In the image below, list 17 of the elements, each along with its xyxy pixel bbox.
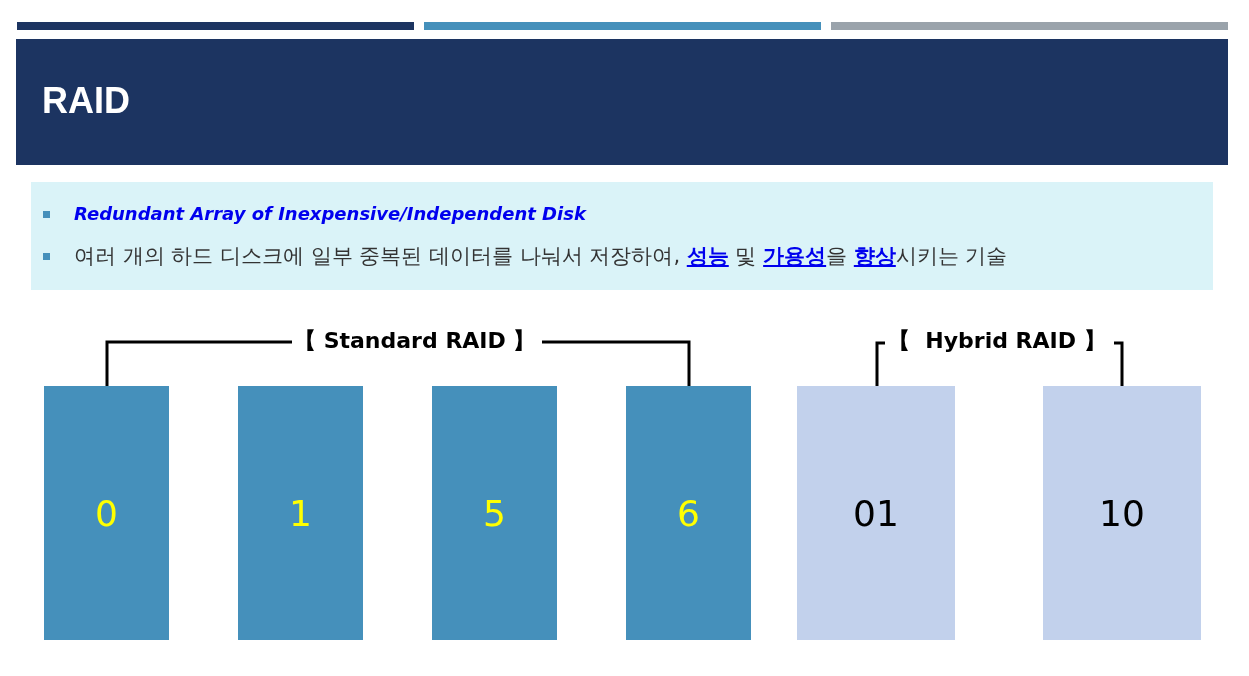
definition-text: Redundant Array of Inexpensive/Independent Disk: [74, 203, 586, 224]
raid-level-number: 6: [677, 492, 700, 534]
standard-raid-block: [432, 386, 557, 640]
standard-raid-block: [238, 386, 363, 640]
hybrid-raid-block: [1043, 386, 1201, 640]
hybrid-raid-block: [797, 386, 955, 640]
raid-level-number: 01: [853, 492, 899, 534]
group-label: 【 Hybrid RAID 】: [888, 327, 1106, 355]
raid-level-number: 1: [289, 492, 312, 534]
description-text: 여러 개의 하드 디스크에 일부 중복된 데이터를 나눠서 저장하여, 성능 및 가용성을 향상시키는 기술: [74, 243, 1008, 270]
group-label: 【 Standard RAID 】: [294, 327, 536, 355]
standard-raid-block: [44, 386, 169, 640]
raid-level-number: 0: [95, 492, 118, 534]
raid-level-number: 10: [1099, 492, 1145, 534]
title: RAID: [42, 80, 130, 122]
standard-raid-block: [626, 386, 751, 640]
raid-level-number: 5: [483, 492, 506, 534]
